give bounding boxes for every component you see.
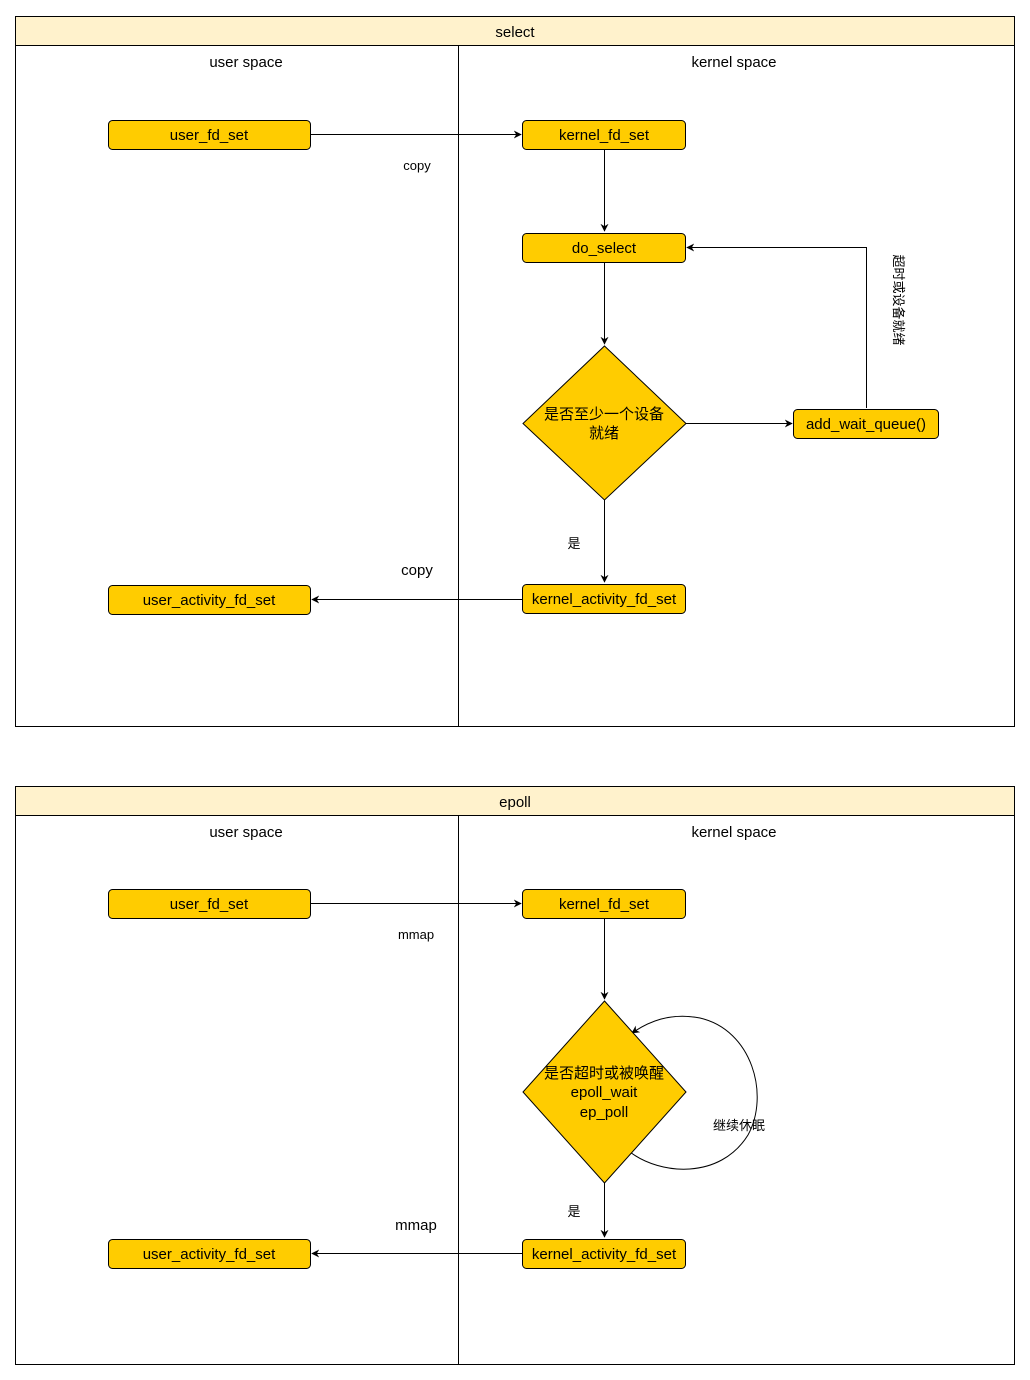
epoll-pool: epoll user space kernel space mmap 继续休眠 … bbox=[15, 786, 1015, 1365]
epoll-node-kernel-activity-fd-set[interactable] bbox=[522, 1239, 686, 1269]
select-yes-label: 是 bbox=[567, 537, 580, 552]
select-pool-header bbox=[15, 16, 1015, 46]
select-node-do-select-label: do_select bbox=[572, 240, 637, 257]
select-copy-label-top: copy bbox=[403, 158, 431, 173]
epoll-decision-line2: epoll_wait bbox=[571, 1084, 639, 1101]
epoll-mmap-label-bottom: mmap bbox=[395, 1217, 437, 1234]
select-node-do-select[interactable] bbox=[522, 233, 686, 263]
epoll-node-kernel-fd-set-label: kernel_fd_set bbox=[559, 896, 650, 913]
select-user-space-label: user space bbox=[209, 54, 282, 71]
epoll-node-kernel-fd-set[interactable] bbox=[522, 889, 686, 919]
select-node-user-activity-fd-set[interactable] bbox=[108, 585, 311, 615]
select-node-add-wait-queue-label: add_wait_queue() bbox=[806, 416, 926, 433]
epoll-mmap-label-top: mmap bbox=[398, 927, 434, 942]
select-title: select bbox=[495, 24, 535, 41]
epoll-pool-header bbox=[15, 786, 1015, 816]
select-node-user-fd-set-label: user_fd_set bbox=[170, 127, 249, 144]
epoll-node-user-fd-set[interactable] bbox=[108, 889, 311, 919]
select-timeout-label: 超时或设备就绪 bbox=[890, 254, 906, 345]
select-decision-line2: 就绪 bbox=[589, 425, 619, 442]
epoll-kernel-space-label: kernel space bbox=[691, 824, 776, 841]
epoll-decision-line1: 是否超时或被唤醒 bbox=[544, 1065, 664, 1082]
epoll-node-decision[interactable] bbox=[522, 1000, 687, 1184]
select-node-decision[interactable] bbox=[522, 345, 687, 501]
epoll-decision-line3: ep_poll bbox=[580, 1104, 628, 1121]
epoll-sleep-label: 继续休眠 bbox=[713, 1119, 765, 1134]
epoll-edge-sleep-loop bbox=[629, 1015, 758, 1170]
select-node-user-activity-fd-set-label: user_activity_fd_set bbox=[143, 592, 276, 609]
select-node-user-fd-set[interactable] bbox=[108, 120, 311, 150]
select-kernel-space-label: kernel space bbox=[691, 54, 776, 71]
select-pool: select user space kernel space copy 超时或设… bbox=[15, 16, 1015, 727]
select-copy-label-bottom: copy bbox=[401, 562, 433, 579]
epoll-node-user-fd-set-label: user_fd_set bbox=[170, 896, 249, 913]
epoll-node-kernel-activity-fd-set-label: kernel_activity_fd_set bbox=[532, 1246, 677, 1263]
select-node-kernel-fd-set[interactable] bbox=[522, 120, 686, 150]
epoll-node-user-activity-fd-set-label: user_activity_fd_set bbox=[143, 1246, 276, 1263]
epoll-user-space-label: user space bbox=[209, 824, 282, 841]
epoll-yes-label: 是 bbox=[567, 1205, 580, 1220]
select-node-add-wait-queue[interactable] bbox=[793, 409, 939, 439]
select-decision-line1: 是否至少一个设备 bbox=[544, 406, 664, 423]
select-node-kernel-activity-fd-set-label: kernel_activity_fd_set bbox=[532, 591, 677, 608]
epoll-node-user-activity-fd-set[interactable] bbox=[108, 1239, 311, 1269]
select-node-kernel-activity-fd-set[interactable] bbox=[522, 584, 686, 614]
select-edge-waitqueue-loop bbox=[686, 243, 867, 408]
select-node-kernel-fd-set-label: kernel_fd_set bbox=[559, 127, 650, 144]
epoll-title: epoll bbox=[499, 794, 531, 811]
